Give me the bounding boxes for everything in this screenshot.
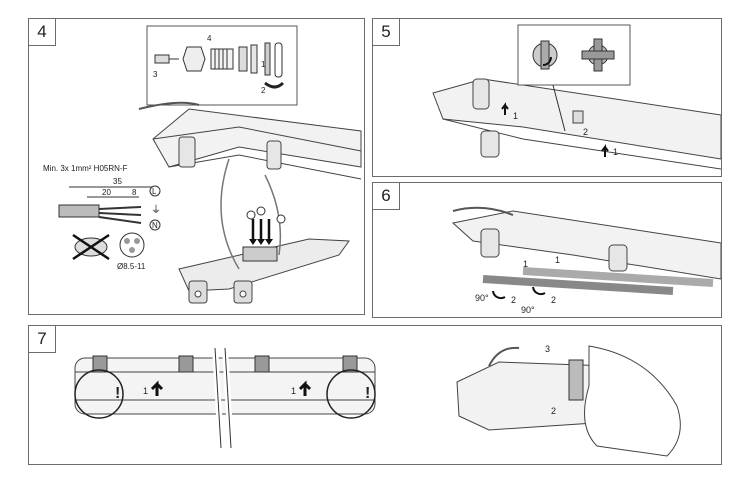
dim-20: 20 xyxy=(102,188,111,197)
inset-step-1: 1 xyxy=(261,60,266,69)
inset-step-2: 2 xyxy=(261,86,266,95)
warning-mark-a: ! xyxy=(115,385,120,402)
clip-close-icon xyxy=(74,347,376,449)
step-4-illustration: 3 4 1 2 Min. 3x 1mm² H05RN-F xyxy=(43,25,362,304)
earth-icon: ⏚ xyxy=(151,204,161,216)
gland-assembly-icon xyxy=(154,42,283,78)
step-3-label: 3 xyxy=(545,344,550,354)
step-7-illustration: 1 1 ! ! 3 2 xyxy=(74,344,681,457)
step-2b-label: 2 xyxy=(551,295,556,305)
terminal-N: N xyxy=(152,221,158,230)
step-6-number: 6 xyxy=(373,183,400,210)
step-1-label: 1 xyxy=(513,111,518,121)
dim-35: 35 xyxy=(113,177,122,186)
step-6-illustration: 1 1 2 2 90° 90° xyxy=(451,206,721,315)
tube-rotate-icon xyxy=(492,286,546,300)
step-5-number: 5 xyxy=(373,19,400,46)
inset-step-4: 4 xyxy=(207,34,212,43)
step-7-panel: 7 1 1 ! ! 3 2 xyxy=(28,325,722,465)
step-1b-label: 1 xyxy=(291,386,296,396)
step-1b-label: 1 xyxy=(555,255,560,265)
cable-section-icon xyxy=(119,232,145,258)
hand-clip-icon xyxy=(456,345,681,457)
cross-knob-icon xyxy=(581,38,615,72)
step-1a-label: 1 xyxy=(523,259,528,269)
angle-90-a: 90° xyxy=(475,293,489,303)
angle-90-b: 90° xyxy=(521,305,535,315)
cable-diameter: Ø8.5-11 xyxy=(117,262,146,271)
terminal-block-icon xyxy=(242,206,286,262)
step-5-illustration: 1 2 1 xyxy=(432,24,721,170)
cable-strip-icon xyxy=(58,204,142,224)
tube-insert-icon xyxy=(482,267,714,295)
step-1a-label: 1 xyxy=(143,386,148,396)
cable-spec-label: Min. 3x 1mm² H05RN-F xyxy=(43,164,128,173)
no-crush-icon xyxy=(72,233,110,261)
luminaire-housing-icon xyxy=(152,108,362,304)
dim-8: 8 xyxy=(132,188,137,197)
step-2-label: 2 xyxy=(583,127,588,137)
step-7-number: 7 xyxy=(29,326,56,353)
terminal-L: L xyxy=(152,187,157,196)
step-2a-label: 2 xyxy=(511,295,516,305)
quarter-turn-knob-icon xyxy=(532,40,558,70)
step-6-panel: 6 1 1 2 2 90° 90° xyxy=(372,182,722,318)
step-4-number: 4 xyxy=(29,19,56,46)
luminaire-housing-icon xyxy=(451,210,721,280)
luminaire-housing-icon xyxy=(432,78,721,170)
step-1b-label: 1 xyxy=(613,147,618,157)
warning-mark-b: ! xyxy=(365,385,370,402)
step-4-panel: 4 3 4 1 2 xyxy=(28,18,365,315)
step-2-label: 2 xyxy=(551,406,556,416)
step-5-panel: 5 1 2 1 xyxy=(372,18,722,177)
inset-step-3: 3 xyxy=(153,70,158,79)
